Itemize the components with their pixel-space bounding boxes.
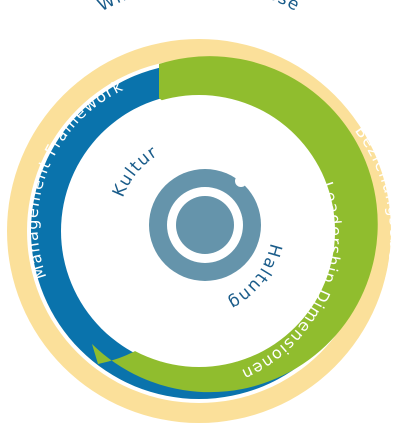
- core-orbit-dot: [235, 175, 247, 187]
- outer-top-label-text: Wirkung / Ergebnisse: [95, 0, 303, 16]
- core-inner-circle: [176, 196, 234, 254]
- outer-top-label: Wirkung / Ergebnisse: [95, 0, 304, 16]
